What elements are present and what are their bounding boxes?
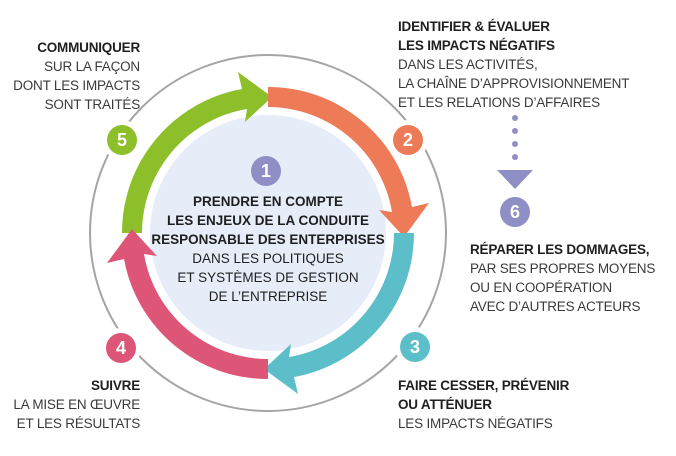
step-3-title-line: FAIRE CESSER, PRÉVENIR — [398, 378, 570, 393]
step-6-label: RÉPARER LES DOMMAGES, PAR SES PROPRES MO… — [470, 240, 655, 316]
center-body-line: DANS LES POLITIQUES — [192, 251, 344, 266]
step-5-number: 5 — [117, 130, 127, 150]
step-2-title-line: LES IMPACTS NÉGATIFS — [398, 38, 555, 53]
center-body-line: DE L’ENTREPRISE — [208, 289, 328, 304]
step-1-badge — [251, 156, 281, 186]
step-3-number: 3 — [410, 337, 420, 357]
step-2-body-line: LA CHAÎNE D’APPROVISIONNEMENT — [398, 76, 630, 91]
step-3-body-line: LES IMPACTS NÉGATIFS — [398, 416, 553, 431]
step-3-title-line: OU ATTÉNUER — [398, 397, 492, 412]
step-2-body-line: ET LES RELATIONS D’AFFAIRES — [398, 95, 600, 110]
step-6-body-line: AVEC D’AUTRES ACTEURS — [470, 299, 641, 314]
step-1-number: 1 — [261, 161, 271, 181]
step-2-number: 2 — [403, 130, 413, 150]
step-2-title-line: IDENTIFIER & ÉVALUER — [398, 19, 550, 34]
center-title-line: LES ENJEUX DE LA CONDUITE — [166, 213, 370, 228]
step-5-body-line: SONT TRAITÉS — [44, 97, 141, 112]
center-title-line: PRENDRE EN COMPTE — [192, 194, 344, 209]
orange-arrow — [268, 86, 429, 237]
step-4-title-line: SUIVRE — [90, 378, 140, 393]
teal-arrow — [264, 233, 415, 394]
green-arrow — [121, 72, 272, 233]
step-5-title-line: COMMUNIQUER — [37, 40, 140, 55]
step-6-body-line: OU EN COOPÉRATION — [470, 280, 612, 295]
center-title-line: RESPONSABLE DES ENTERPRISES — [151, 232, 385, 247]
center-disc — [150, 115, 386, 351]
down-arrow-icon — [497, 170, 533, 189]
step-4-body-line: LA MISE EN ŒUVRE — [13, 397, 140, 412]
step-2-to-6-connector — [497, 115, 533, 189]
step-3-label: FAIRE CESSER, PRÉVENIR OU ATTÉNUER LES I… — [398, 376, 569, 433]
pink-arrow — [107, 229, 268, 380]
step-6-body-line: PAR SES PROPRES MOYENS — [470, 261, 656, 276]
step-5-label: COMMUNIQUER SUR LA FAÇON DONT LES IMPACT… — [0, 38, 140, 114]
step-5-body-line: DONT LES IMPACTS — [13, 78, 140, 93]
step-5-badge — [107, 125, 137, 155]
step-2-label: IDENTIFIER & ÉVALUER LES IMPACTS NÉGATIF… — [398, 17, 629, 112]
step-6-badge — [500, 197, 530, 227]
step-4-number: 4 — [116, 338, 126, 358]
step-2-body-line: DANS LES ACTIVITÉS, — [398, 57, 538, 72]
step-6-number: 6 — [510, 202, 520, 222]
step-5-body-line: SUR LA FAÇON — [44, 59, 140, 74]
step-4-body-line: ET LES RÉSULTATS — [16, 416, 141, 431]
step-4-badge — [106, 333, 136, 363]
outer-ring — [89, 54, 447, 412]
center-body-line: ET SYSTÈMES DE GESTION — [177, 270, 359, 285]
step-6-title-line: RÉPARER LES DOMMAGES, — [470, 242, 650, 257]
step-3-badge — [400, 332, 430, 362]
step-4-label: SUIVRE LA MISE EN ŒUVRE ET LES RÉSULTATS — [0, 376, 140, 433]
step-2-badge — [393, 125, 423, 155]
center-text-step-1: PRENDRE EN COMPTE LES ENJEUX DE LA CONDU… — [150, 192, 386, 306]
